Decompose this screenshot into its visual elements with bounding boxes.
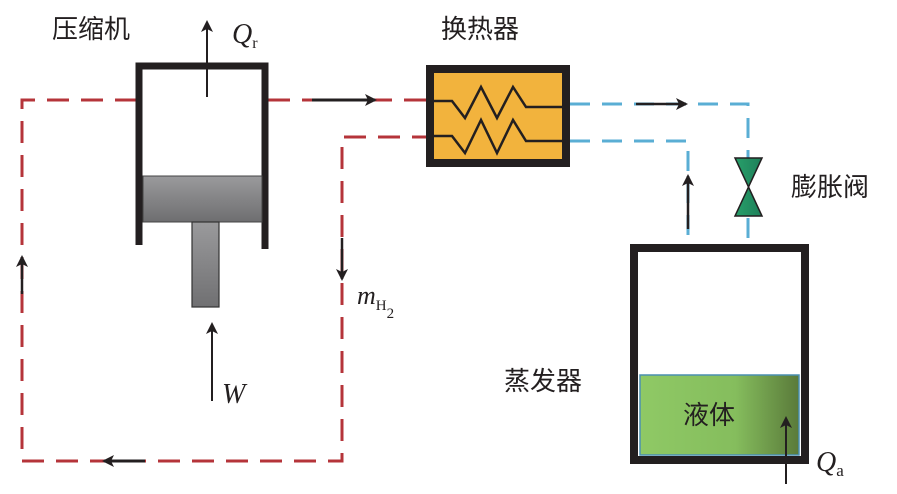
heat-exchanger-coil-lower <box>434 117 566 156</box>
expansion-valve <box>733 157 764 217</box>
evaporator-label: 蒸发器 <box>504 367 582 397</box>
liquid-label: 液体 <box>683 401 735 431</box>
work-symbol: W <box>222 379 248 410</box>
heat-exchanger-label: 换热器 <box>441 15 519 45</box>
heat-absorbed-symbol-sub: a <box>836 461 844 480</box>
mass-flow-symbol-main: m <box>357 281 376 310</box>
heat-rejected-symbol-main: Q <box>232 19 252 50</box>
heat-rejected-symbol: Qr <box>232 19 258 52</box>
heat-absorbed-symbol: Qa <box>816 447 844 480</box>
compressor-piston <box>142 175 263 223</box>
evaporator <box>630 244 809 464</box>
expansion-valve-lower-triangle <box>733 185 764 217</box>
mass-flow-symbol-subsub: 2 <box>387 306 395 322</box>
heat-rejected-symbol-sub: r <box>252 35 258 52</box>
evaporator-liquid <box>639 374 800 456</box>
expansion-valve-upper-triangle <box>733 157 764 189</box>
compressor <box>135 62 269 308</box>
compressor-label: 压缩机 <box>52 15 130 45</box>
hot-loop-return-line <box>20 98 428 463</box>
heat-exchanger-coil-upper <box>434 84 566 121</box>
heat-absorbed-symbol-main: Q <box>816 447 836 478</box>
mass-flow-symbol: mH2 <box>357 281 394 322</box>
expansion-valve-label: 膨胀阀 <box>791 173 869 203</box>
evaporator-vessel <box>630 244 809 464</box>
heat-exchanger <box>426 65 570 167</box>
compressor-piston-rod <box>191 221 220 308</box>
mass-flow-symbol-sub: H <box>376 298 387 314</box>
cold-refrigerant-loop <box>570 102 750 246</box>
cold-loop-evaporator-return-line <box>570 139 690 246</box>
cold-loop-to-valve-line <box>570 102 750 158</box>
compressor-cylinder <box>135 62 269 249</box>
